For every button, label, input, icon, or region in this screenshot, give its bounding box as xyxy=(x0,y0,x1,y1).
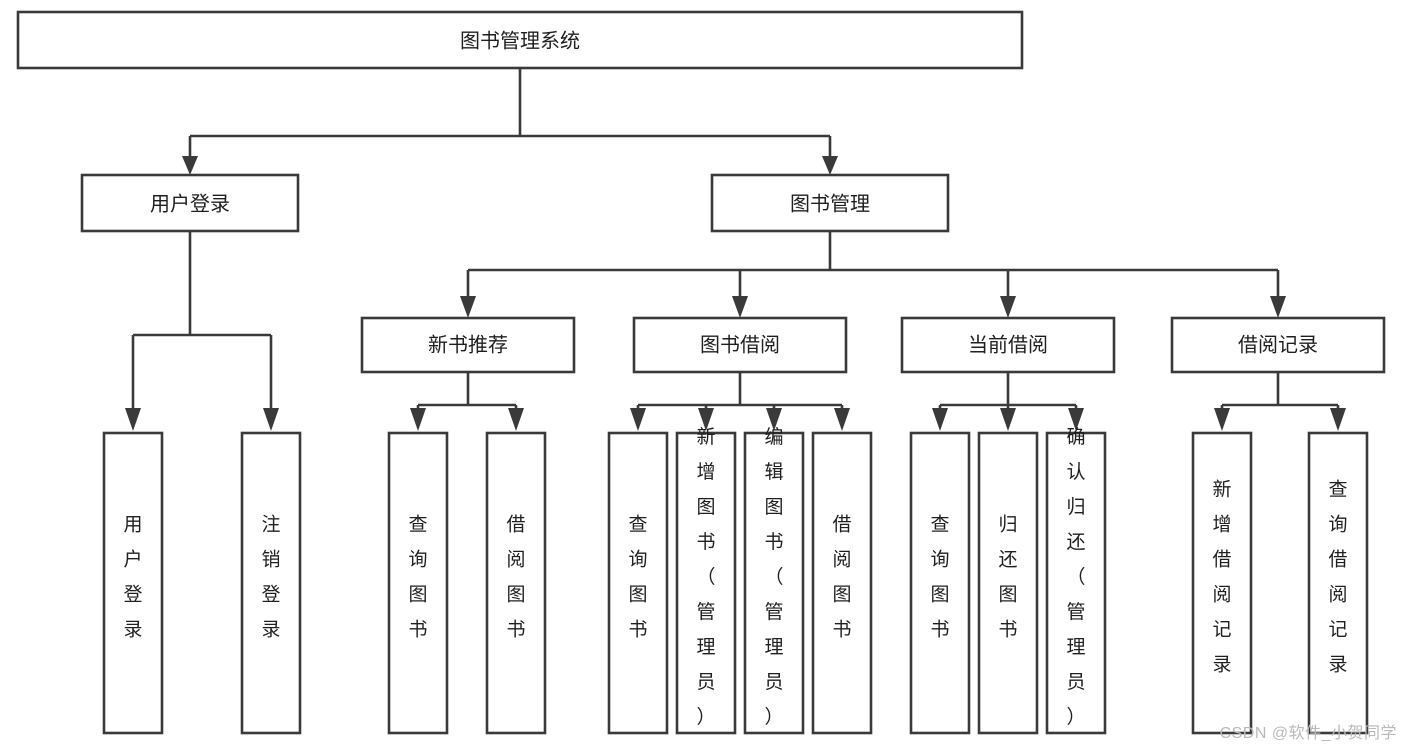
node-user-login-label: 用户登录 xyxy=(150,192,230,215)
connector-bookborrow-to-leaves xyxy=(630,372,850,431)
node-book-borrow-label: 图书借阅 xyxy=(700,333,780,356)
arrow-head-newbook-2 xyxy=(508,408,524,431)
node-leaf-add-record-label: 新增借阅记录 xyxy=(1212,479,1231,676)
connector-userlogin-to-leaves xyxy=(125,231,279,431)
arrow-head-userlogin-2 xyxy=(263,408,279,431)
node-book-management-box[interactable] xyxy=(710,173,950,233)
arrow-head-userlogin-1 xyxy=(125,408,141,431)
node-leaf-add-record[interactable]: 新增借阅记录 xyxy=(1191,431,1253,735)
node-leaf-return-book[interactable]: 归还图书 xyxy=(977,431,1039,735)
node-leaf-query-record-box[interactable] xyxy=(1307,431,1369,735)
arrow-head-bookmgmt-2 xyxy=(732,296,748,318)
node-new-book-recommend-box[interactable] xyxy=(360,316,576,374)
node-borrow-record-label: 借阅记录 xyxy=(1238,333,1318,356)
node-leaf-user-login-label: 用户登录 xyxy=(123,515,142,641)
node-user-login-box[interactable] xyxy=(80,173,300,233)
node-leaf-edit-book-label: 编辑图书（管理员） xyxy=(764,426,783,728)
node-book-management[interactable]: 图书管理 xyxy=(710,173,950,233)
node-leaf-logout-login-box[interactable] xyxy=(240,431,302,735)
arrow-head-currentborrow-3 xyxy=(1068,408,1084,431)
node-borrow-record-box[interactable] xyxy=(1170,316,1386,374)
arrow-head-bookmgmt-4 xyxy=(1270,296,1286,318)
arrow-head-root-2 xyxy=(822,156,838,175)
node-leaf-user-login[interactable]: 用户登录 xyxy=(102,431,164,735)
arrow-head-bookmgmt-1 xyxy=(460,296,476,318)
connector-newbook-to-leaves xyxy=(410,372,524,431)
node-leaf-query-book-2[interactable]: 查询图书 xyxy=(607,431,669,735)
node-leaf-add-book-box[interactable] xyxy=(675,431,737,735)
node-leaf-borrow-book-1[interactable]: 借阅图书 xyxy=(485,431,547,735)
node-leaf-query-record[interactable]: 查询借阅记录 xyxy=(1307,431,1369,735)
node-leaf-query-record-label: 查询借阅记录 xyxy=(1328,479,1347,676)
node-root[interactable]: 图书管理系统 xyxy=(16,10,1024,70)
arrow-head-bookborrow-1 xyxy=(630,408,646,431)
node-leaf-add-record-box[interactable] xyxy=(1191,431,1253,735)
node-leaf-query-book-1-label: 查询图书 xyxy=(408,514,427,641)
node-root-label: 图书管理系统 xyxy=(460,29,580,52)
connector-root-to-level2 xyxy=(182,68,838,175)
arrow-head-bookborrow-3 xyxy=(766,408,782,431)
arrow-head-currentborrow-2 xyxy=(1000,408,1016,431)
node-current-borrow-label: 当前借阅 xyxy=(968,333,1048,356)
node-leaf-confirm-return[interactable]: 确认归还（管理员） xyxy=(1045,426,1107,735)
node-leaf-query-book-3-box[interactable] xyxy=(909,431,971,735)
node-leaf-query-book-3-label: 查询图书 xyxy=(930,514,949,641)
node-leaf-query-book-2-label: 查询图书 xyxy=(628,514,647,641)
arrow-head-bookborrow-4 xyxy=(834,408,850,431)
node-leaf-borrow-book-1-box[interactable] xyxy=(485,431,547,735)
node-borrow-record[interactable]: 借阅记录 xyxy=(1170,316,1386,374)
node-leaf-borrow-book-1-label: 借阅图书 xyxy=(506,514,525,641)
node-leaf-user-login-box[interactable] xyxy=(102,431,164,735)
node-book-borrow[interactable]: 图书借阅 xyxy=(632,316,848,374)
node-leaf-confirm-return-box[interactable] xyxy=(1045,431,1107,735)
node-leaf-add-book[interactable]: 新增图书（管理员） xyxy=(675,426,737,735)
node-leaf-edit-book[interactable]: 编辑图书（管理员） xyxy=(743,426,805,735)
connector-borrowrecord-to-leaves xyxy=(1214,372,1346,431)
connector-currentborrow-to-leaves xyxy=(932,372,1084,431)
node-leaf-return-book-box[interactable] xyxy=(977,431,1039,735)
node-leaf-logout-login-label: 注销登录 xyxy=(261,514,280,641)
arrow-head-bookborrow-2 xyxy=(698,408,714,431)
arrow-head-bookmgmt-3 xyxy=(1000,296,1016,318)
arrow-head-newbook-1 xyxy=(410,408,426,431)
node-leaf-borrow-book-2[interactable]: 借阅图书 xyxy=(811,431,873,735)
arrow-head-currentborrow-1 xyxy=(932,408,948,431)
node-leaf-return-book-label: 归还图书 xyxy=(998,514,1017,641)
node-book-management-label: 图书管理 xyxy=(790,192,870,215)
node-current-borrow-box[interactable] xyxy=(900,316,1116,374)
node-leaf-logout-login[interactable]: 注销登录 xyxy=(240,431,302,735)
arrow-head-borrowrecord-1 xyxy=(1214,408,1230,431)
node-leaf-borrow-book-2-box[interactable] xyxy=(811,431,873,735)
node-new-book-recommend-label: 新书推荐 xyxy=(428,333,508,356)
node-current-borrow[interactable]: 当前借阅 xyxy=(900,316,1116,374)
node-root-box[interactable] xyxy=(16,10,1024,70)
node-leaf-query-book-2-box[interactable] xyxy=(607,431,669,735)
node-leaf-add-book-label: 新增图书（管理员） xyxy=(696,426,715,728)
node-book-borrow-box[interactable] xyxy=(632,316,848,374)
node-leaf-query-book-1-box[interactable] xyxy=(387,431,449,735)
connector-bookmgmt-to-level3 xyxy=(460,231,1286,318)
node-leaf-edit-book-box[interactable] xyxy=(743,431,805,735)
node-leaf-query-book-3[interactable]: 查询图书 xyxy=(909,431,971,735)
node-new-book-recommend[interactable]: 新书推荐 xyxy=(360,316,576,374)
node-user-login[interactable]: 用户登录 xyxy=(80,173,300,233)
node-leaf-borrow-book-2-label: 借阅图书 xyxy=(832,514,851,641)
node-leaf-confirm-return-label: 确认归还（管理员） xyxy=(1066,426,1085,728)
arrow-head-borrowrecord-2 xyxy=(1330,408,1346,431)
node-leaf-query-book-1[interactable]: 查询图书 xyxy=(387,431,449,735)
arrow-head-root-1 xyxy=(182,156,198,175)
